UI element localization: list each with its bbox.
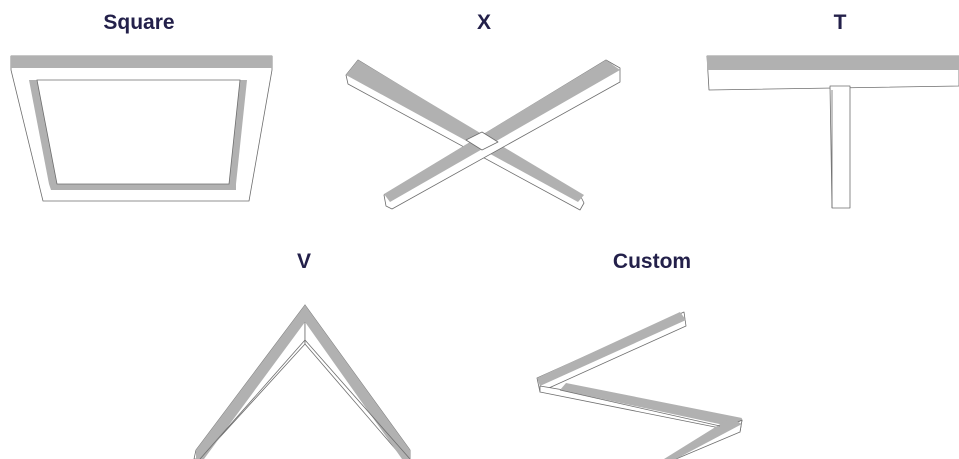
custom-fixture (536, 311, 743, 459)
v-fixture (193, 304, 411, 459)
v-label: V (296, 250, 312, 273)
square-fixture (10, 55, 273, 202)
t-label: T (833, 11, 847, 34)
custom-label: Custom (612, 250, 692, 273)
t-fixture (706, 55, 959, 209)
x-label: X (476, 11, 492, 34)
x-fixture (345, 59, 621, 211)
square-label: Square (103, 11, 175, 34)
